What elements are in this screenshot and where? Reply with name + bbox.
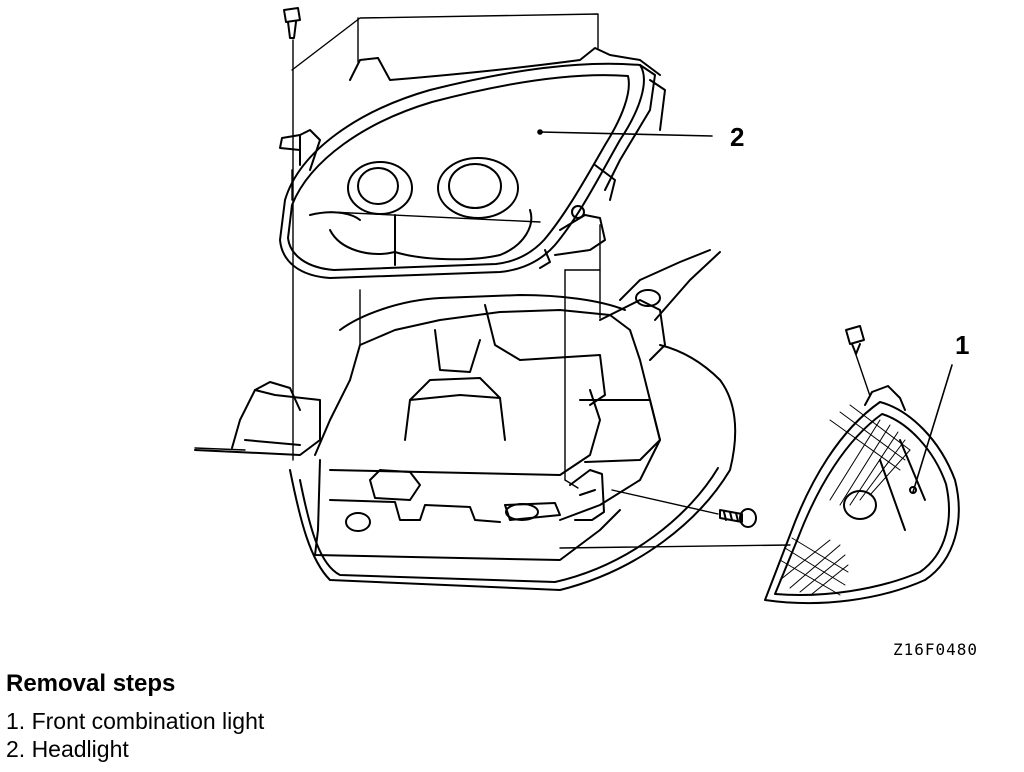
- exploded-view-diagram: [194, 7, 960, 605]
- removal-steps-list: 1. Front combination light 2. Headlight: [6, 707, 264, 763]
- fasteners: [283, 7, 865, 528]
- callout-label-front-combination-light: 1: [955, 330, 970, 360]
- removal-steps-title: Removal steps: [6, 670, 176, 697]
- alignment-lines: [194, 13, 871, 549]
- headlight-assembly: [279, 47, 666, 279]
- callout-leaders: [537, 129, 953, 493]
- removal-step: 2. Headlight: [6, 736, 129, 762]
- callout-label-headlight: 2: [730, 122, 745, 152]
- body-housing: [194, 249, 737, 591]
- figure-code: Z16F0480: [893, 640, 979, 659]
- removal-step: 1. Front combination light: [6, 708, 265, 734]
- front-combination-light: [764, 385, 960, 605]
